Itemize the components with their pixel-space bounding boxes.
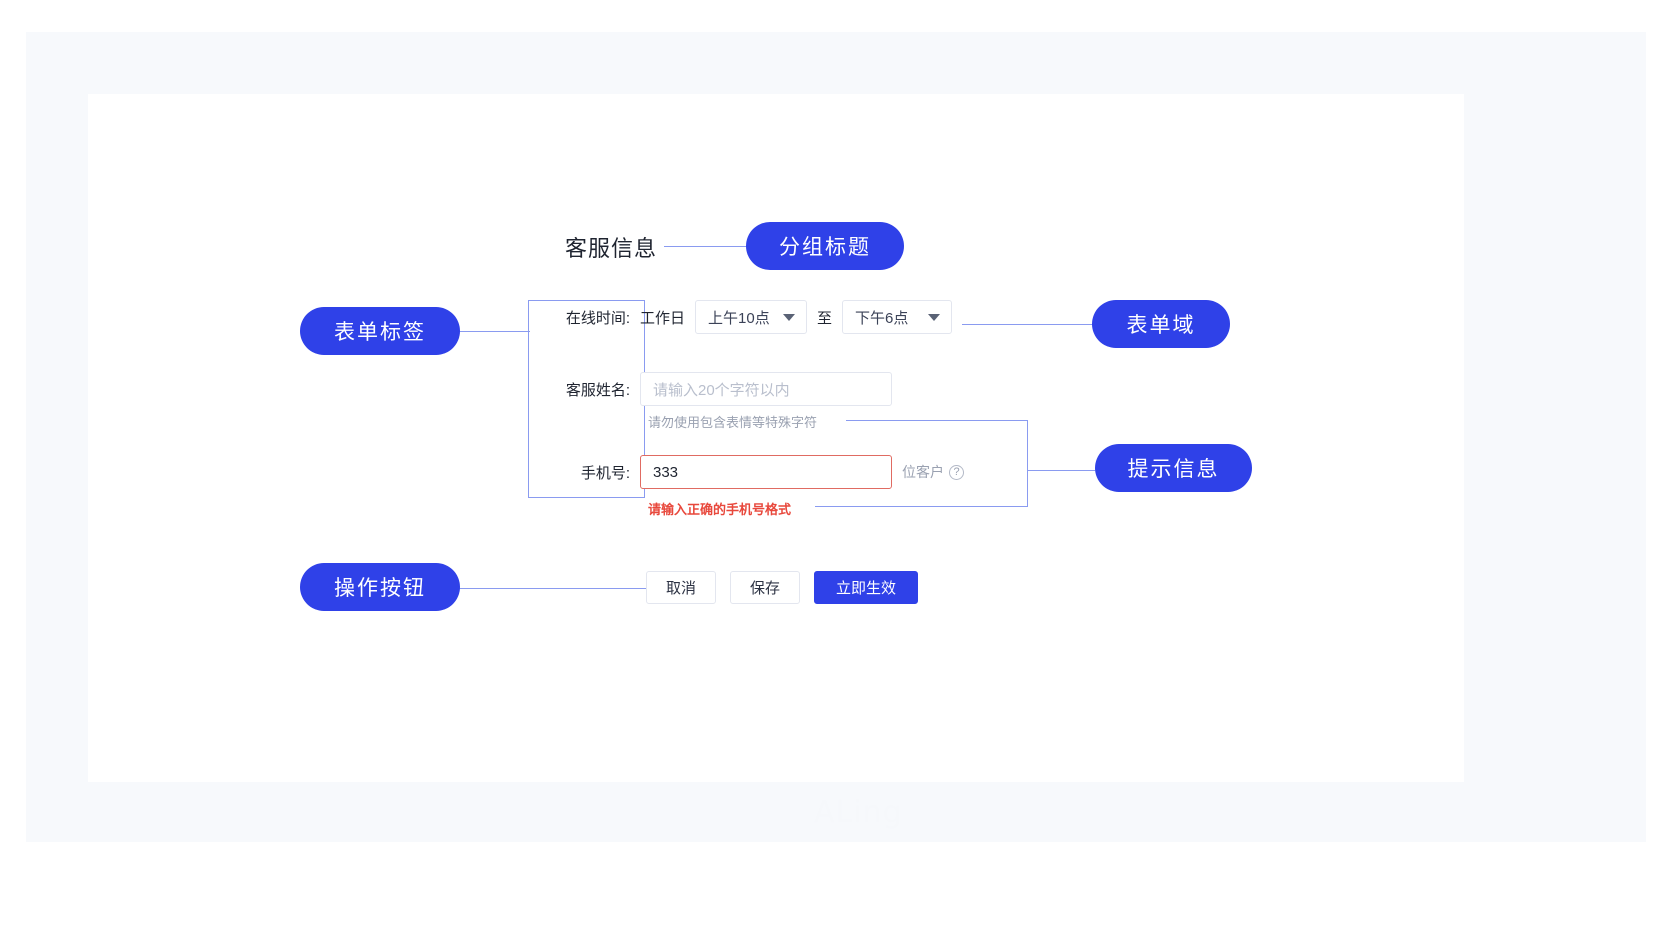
label-phone: 手机号: (580, 464, 630, 482)
separator-to: 至 (817, 309, 833, 327)
annotation-action-buttons: 操作按钮 (300, 563, 460, 611)
annotation-group-title: 分组标题 (746, 222, 904, 270)
annotation-form-field: 表单域 (1092, 300, 1230, 348)
select-start-time[interactable]: 上午10点 (695, 300, 808, 334)
agent-name-input[interactable]: 请输入20个字符以内 (640, 372, 892, 406)
phone-suffix: 位客户 ? (902, 462, 964, 482)
annotation-form-label: 表单标签 (300, 307, 460, 355)
agent-name-hint: 请勿使用包含表情等特殊字符 (648, 415, 818, 430)
phone-error-message: 请输入正确的手机号格式 (648, 502, 792, 517)
chevron-down-icon (928, 314, 941, 321)
group-title: 客服信息 (565, 236, 658, 261)
select-start-time-value: 上午10点 (708, 309, 770, 327)
content-card: ALing (88, 94, 1464, 830)
connector-form-label (458, 331, 530, 332)
connector-group-title (664, 246, 748, 247)
connector-hint-vertical (1027, 420, 1028, 506)
form-row-agent-name: 客服姓名: 请输入20个字符以内 (528, 372, 892, 406)
connector-action-buttons (458, 588, 646, 589)
phone-suffix-label: 位客户 (902, 464, 944, 480)
select-end-time-value: 下午6点 (855, 309, 909, 327)
connector-form-field (962, 324, 1094, 325)
connector-hint-bottom (815, 506, 1028, 507)
label-online-time: 在线时间: (565, 309, 630, 327)
apply-now-button[interactable]: 立即生效 (814, 571, 918, 604)
static-text-weekday: 工作日 (640, 309, 686, 327)
save-button[interactable]: 保存 (730, 571, 800, 604)
select-end-time[interactable]: 下午6点 (842, 300, 953, 334)
form-row-online-time: 在线时间: 工作日 上午10点 至 下午6点 (528, 300, 953, 334)
action-buttons: 取消 保存 立即生效 (646, 571, 918, 604)
chevron-down-icon (783, 314, 796, 321)
cancel-button[interactable]: 取消 (646, 571, 716, 604)
label-agent-name: 客服姓名: (565, 381, 630, 399)
form-row-phone: 手机号: 333 位客户 ? (528, 455, 964, 489)
annotation-hint-info: 提示信息 (1095, 444, 1252, 492)
question-mark-icon[interactable]: ? (949, 464, 964, 480)
phone-input[interactable]: 333 (640, 455, 892, 489)
watermark: ALing (814, 795, 903, 830)
connector-hint-top (846, 420, 1028, 421)
connector-hint-to-pill (1027, 470, 1095, 471)
